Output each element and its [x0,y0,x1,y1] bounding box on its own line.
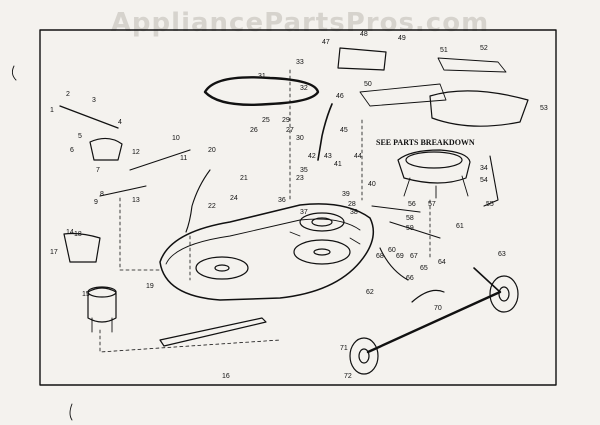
part-label-39: 39 [342,191,350,198]
part-label-54: 54 [480,177,488,184]
part-label-16: 16 [222,373,230,380]
part-label-30: 30 [296,135,304,142]
part-label-36: 36 [278,197,286,204]
part-label-70: 70 [434,305,442,312]
part-label-19: 19 [146,283,154,290]
part-label-5: 5 [78,133,82,140]
part-label-23: 23 [296,175,304,182]
part-label-8: 8 [100,191,104,198]
part-label-60: 60 [388,247,396,254]
part-label-68: 68 [376,253,384,260]
part-label-31: 31 [258,73,266,80]
part-label-27: 27 [286,127,294,134]
part-label-20: 20 [208,147,216,154]
part-label-13: 13 [132,197,140,204]
front-axle [366,290,502,354]
part-label-34: 34 [480,165,488,172]
part-label-14: 14 [66,229,74,236]
part-label-58: 58 [406,215,414,222]
part-label-28: 28 [348,201,356,208]
drive-belt [203,76,320,106]
part-label-25: 25 [262,117,270,124]
part-label-6: 6 [70,147,74,154]
part-label-55: 55 [486,201,494,208]
front-wheel-right [489,275,519,313]
part-label-44: 44 [354,153,362,160]
control-cable [185,169,211,233]
see-parts-breakdown-note: SEE PARTS BREAKDOWN [376,138,475,147]
part-label-51: 51 [440,47,448,54]
part-label-35: 35 [300,167,308,174]
control-lever [317,103,333,161]
part-label-40: 40 [368,181,376,188]
part-label-37: 37 [300,209,308,216]
part-label-38: 38 [350,209,358,216]
part-label-64: 64 [438,259,446,266]
part-label-32: 32 [300,85,308,92]
part-label-52: 52 [480,45,488,52]
part-label-49: 49 [398,35,406,42]
part-label-56: 56 [408,201,416,208]
engine-assembly [397,149,471,184]
part-label-12: 12 [132,149,140,156]
part-label-48: 48 [360,31,368,38]
part-label-33: 33 [296,59,304,66]
part-number-labels: 1234567891011121314151617181920212223242… [50,31,548,380]
part-label-72: 72 [344,373,352,380]
part-label-46: 46 [336,93,344,100]
blade-spindle-right [293,239,351,265]
part-label-67: 67 [410,253,418,260]
part-label-29: 29 [282,117,290,124]
part-label-45: 45 [340,127,348,134]
part-label-63: 63 [498,251,506,258]
bracket-left [63,232,101,263]
part-label-11: 11 [180,155,187,162]
part-label-57: 57 [428,201,436,208]
part-label-15: 15 [82,291,90,298]
part-label-17: 17 [50,249,58,256]
part-label-21: 21 [240,175,248,182]
mower-blade [159,317,267,347]
part-label-26: 26 [250,127,258,134]
part-label-71: 71 [340,345,348,352]
idler-bracket [89,137,123,161]
part-label-66: 66 [406,275,414,282]
part-label-43: 43 [324,153,332,160]
part-label-62: 62 [366,289,374,296]
part-label-1: 1 [50,107,54,114]
part-label-10: 10 [172,135,180,142]
part-label-7: 7 [96,167,100,174]
part-label-69: 69 [396,253,404,260]
part-label-59: 59 [406,225,414,232]
mount-plate [337,47,387,71]
part-label-18: 18 [74,231,82,238]
spindle-housing [87,287,117,323]
part-label-53: 53 [540,105,548,112]
front-wheel-left [349,337,379,375]
part-label-24: 24 [230,195,238,202]
part-label-41: 41 [334,161,342,168]
part-label-42: 42 [308,153,316,160]
part-label-65: 65 [420,265,428,272]
part-label-2: 2 [66,91,70,98]
diagram-frame [39,29,557,386]
part-label-4: 4 [118,119,122,126]
part-label-50: 50 [364,81,372,88]
part-label-61: 61 [456,223,464,230]
part-label-47: 47 [322,39,330,46]
blade-spindle-left [195,256,249,280]
part-label-9: 9 [94,199,98,206]
shroud-plate [429,90,529,127]
mower-deck [159,203,375,301]
part-label-3: 3 [92,97,96,104]
part-label-22: 22 [208,203,216,210]
center-pulley [299,212,345,232]
